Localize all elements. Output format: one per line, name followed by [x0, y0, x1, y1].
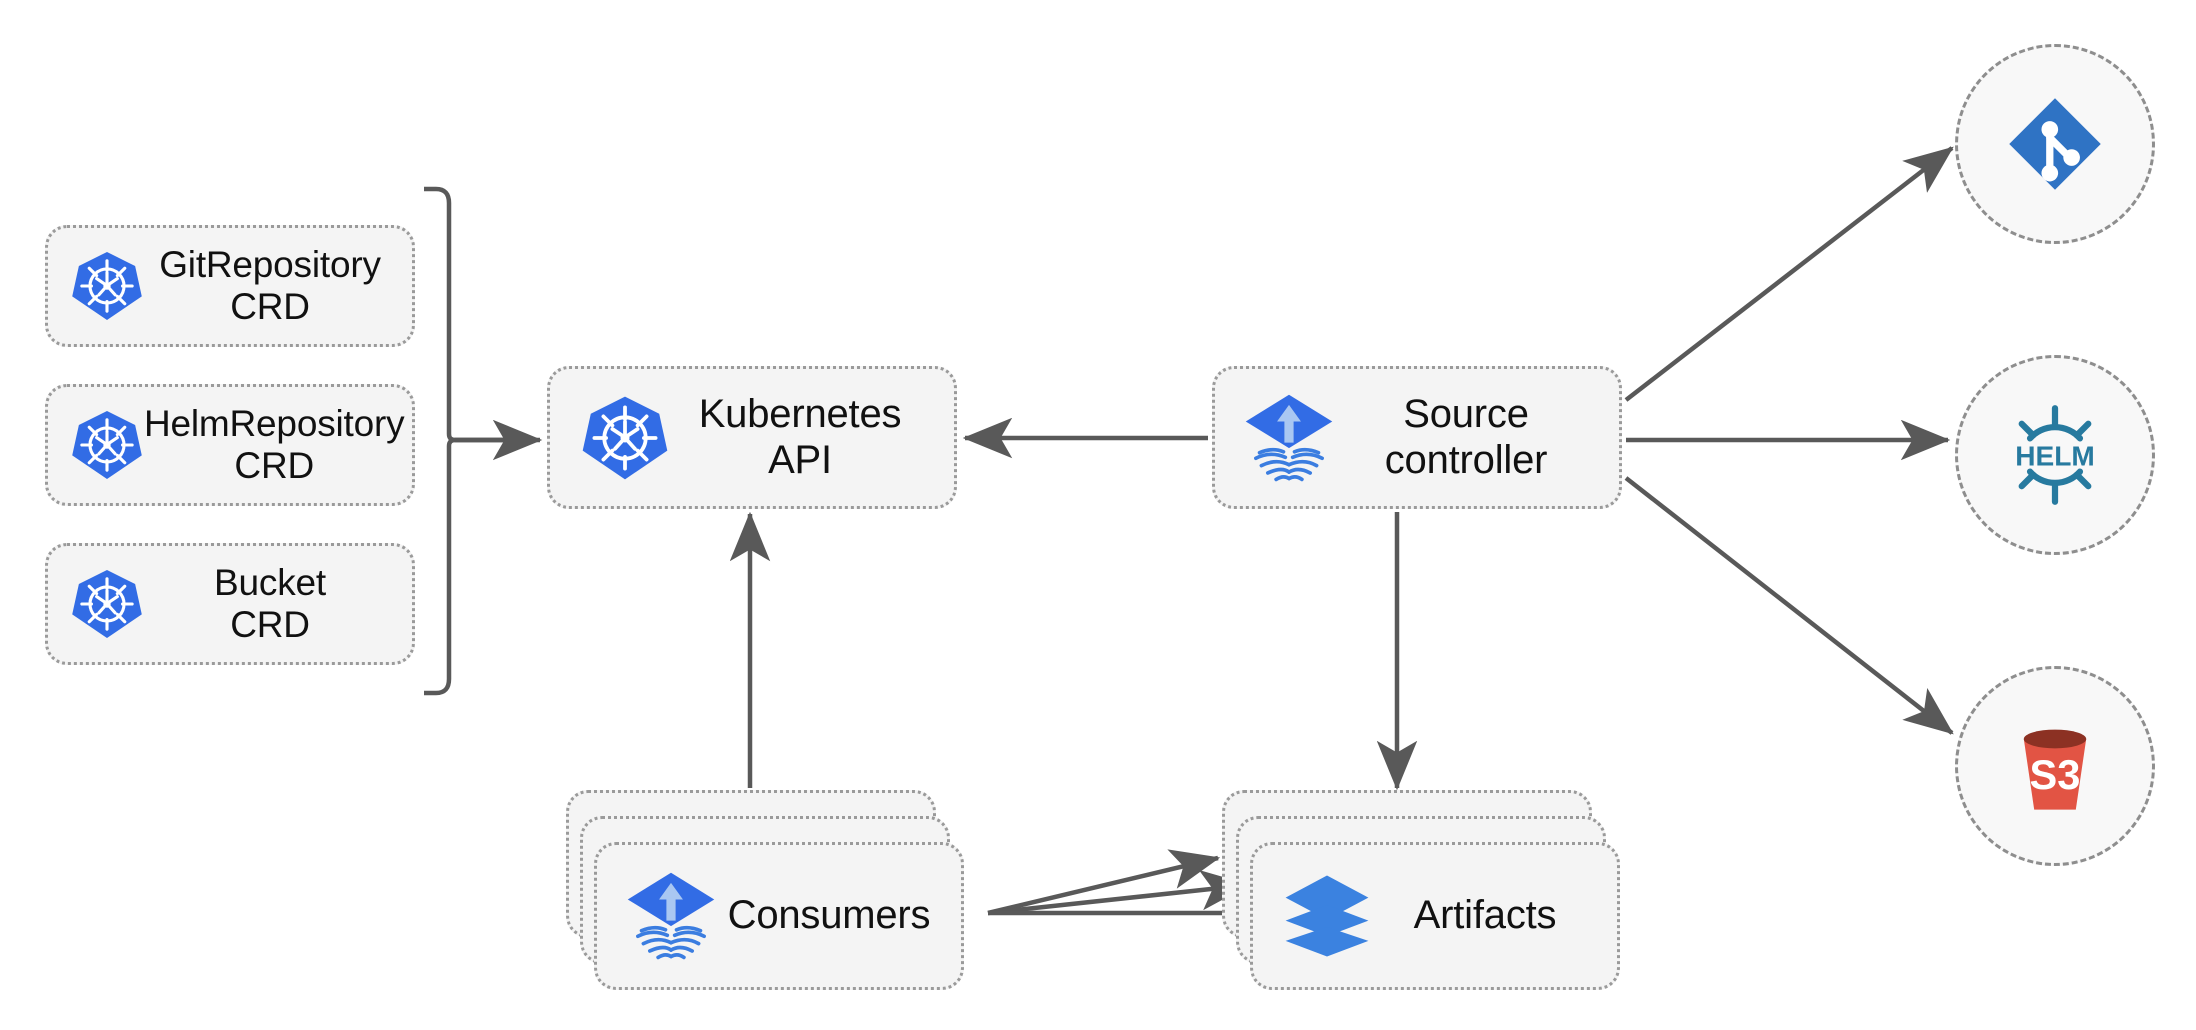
layers-icon: [1285, 875, 1369, 957]
node-source-controller[interactable]: Source controller: [1212, 366, 1622, 509]
stack-layer-front[interactable]: Artifacts: [1250, 842, 1620, 990]
git-icon: [2009, 98, 2101, 190]
node-helm-source[interactable]: HELM: [1955, 355, 2155, 555]
kubernetes-icon: [72, 410, 142, 480]
node-gitrepository-crd[interactable]: GitRepository CRD: [45, 225, 415, 347]
helm-wordmark: HELM: [2015, 440, 2095, 471]
edge-consumers-to-artifacts: [987, 869, 1251, 916]
kubernetes-icon: [72, 569, 142, 639]
node-label: Artifacts: [1413, 893, 1557, 938]
node-artifacts[interactable]: Artifacts: [1222, 790, 1620, 1000]
stack-layer-front[interactable]: Consumers: [594, 842, 964, 990]
s3-wordmark: S3: [2030, 751, 2081, 798]
edge-source-controller-to-git: [1624, 146, 1954, 402]
kubernetes-icon: [582, 396, 668, 479]
node-s3-source[interactable]: S3: [1955, 666, 2155, 866]
crd-group-bracket: [424, 186, 530, 696]
node-label: GitRepository CRD: [159, 243, 381, 327]
node-kubernetes-api[interactable]: Kubernetes API: [547, 366, 957, 509]
s3-bucket-icon: S3: [2023, 729, 2087, 810]
node-label: Kubernetes API: [698, 391, 902, 482]
flux-icon: [627, 872, 715, 960]
flux-icon: [1245, 394, 1333, 481]
node-helmrepository-crd[interactable]: HelmRepository CRD: [45, 384, 415, 506]
node-label: Consumers: [727, 893, 931, 938]
node-label: HelmRepository CRD: [144, 402, 405, 486]
node-bucket-crd[interactable]: Bucket CRD: [45, 543, 415, 665]
edge-consumers-to-artifacts: [987, 849, 1221, 916]
helm-icon: HELM: [2015, 405, 2095, 505]
node-label: Bucket CRD: [214, 561, 326, 645]
node-label: Source controller: [1384, 391, 1548, 482]
kubernetes-icon: [72, 251, 142, 321]
node-git-source[interactable]: [1955, 44, 2155, 244]
edge-source-controller-to-s3: [1624, 476, 1954, 735]
node-consumers[interactable]: Consumers: [566, 790, 964, 1000]
